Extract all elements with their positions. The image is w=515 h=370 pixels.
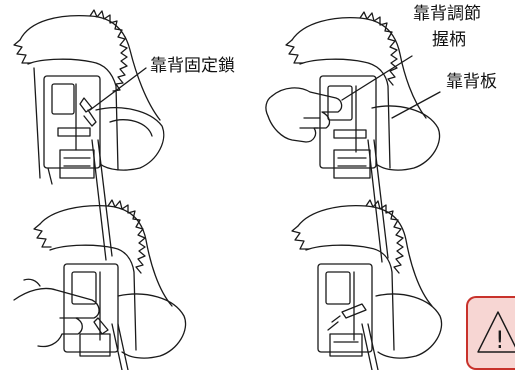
panel-4-seat <box>291 199 443 370</box>
panel-1-seat <box>13 9 165 261</box>
warning-triangle-icon: ! <box>477 311 515 354</box>
backrest-adjust-label-line1: 靠背調節 <box>413 4 481 24</box>
backrest-plate-label: 靠背板 <box>446 72 497 92</box>
backrest-adjust-label-line2: 握柄 <box>432 30 466 50</box>
panel-3-seat <box>13 199 187 370</box>
warning-box: ! <box>466 296 515 370</box>
panel-2-seat <box>265 11 441 263</box>
backrest-lock-label: 靠背固定鎖 <box>150 56 235 76</box>
warning-glyph: ! <box>495 326 505 354</box>
